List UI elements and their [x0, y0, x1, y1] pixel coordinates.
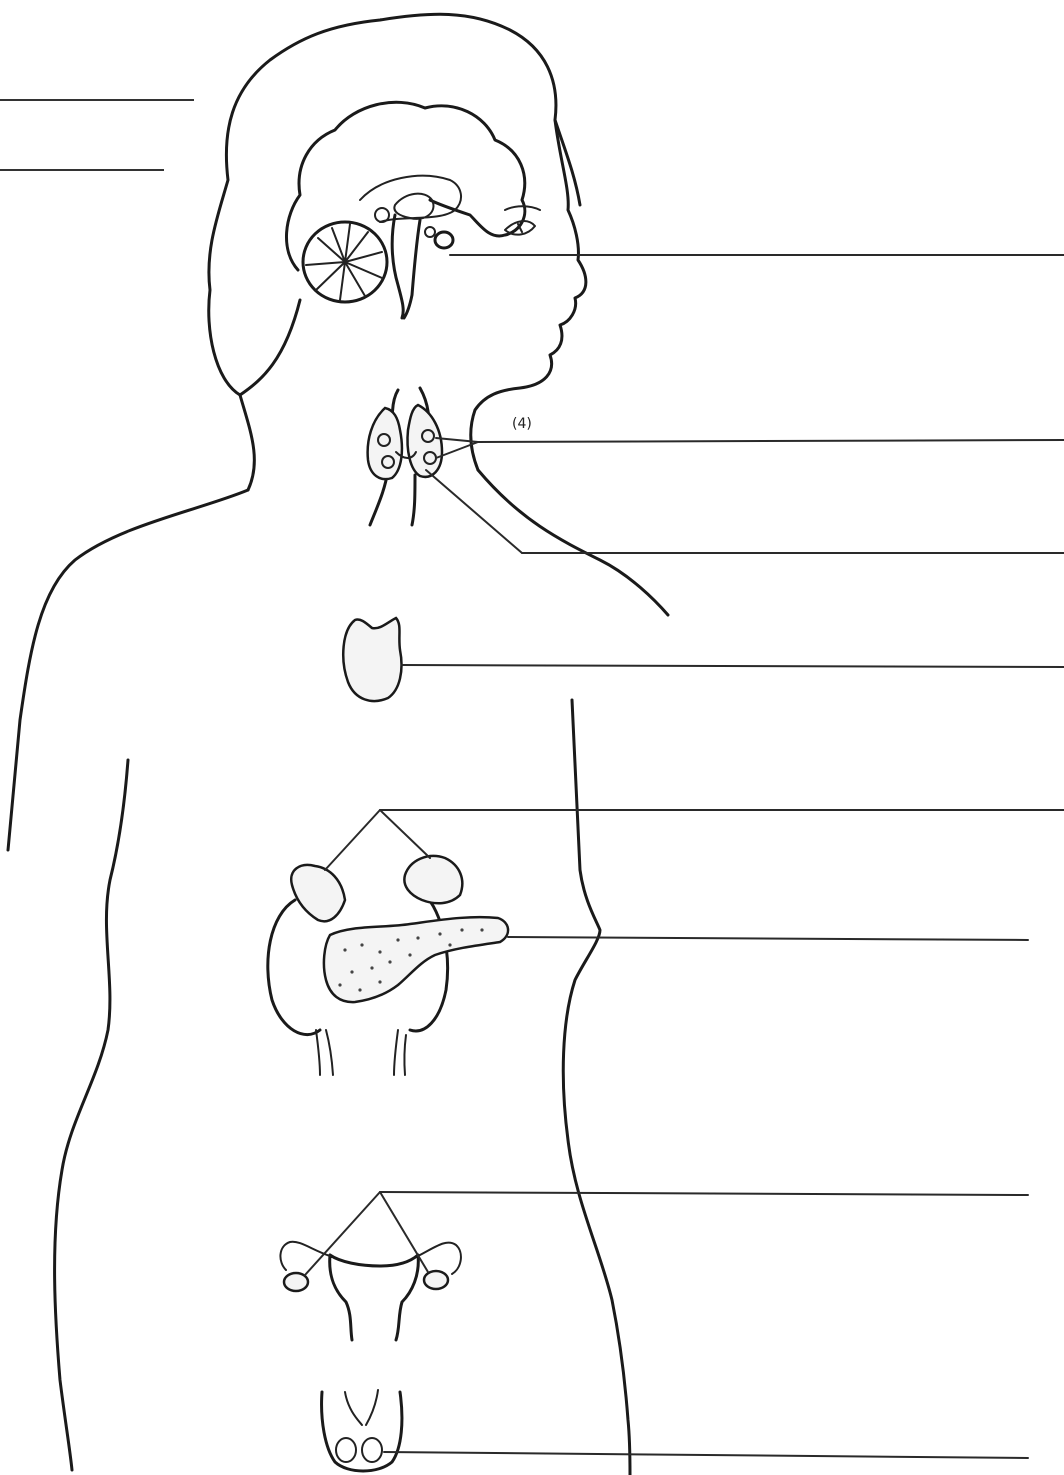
left-shoulder [8, 490, 248, 850]
eyebrow [505, 206, 540, 210]
cerebellum-folds [306, 224, 382, 300]
right-ovary [424, 1271, 448, 1289]
right-adrenal-gland [404, 856, 462, 903]
penis-outline [345, 1390, 378, 1425]
left-testis [336, 1438, 356, 1462]
leader-pancreas [508, 937, 1028, 940]
left-kidney [268, 900, 320, 1035]
scrotum [322, 1392, 402, 1471]
leader-thymus [402, 665, 1064, 667]
body-outline [8, 14, 668, 1475]
left-ureter [316, 1030, 333, 1075]
parathyroid-count-label: (4) [512, 416, 532, 432]
thalamus [394, 194, 433, 219]
left-adrenal-gland [291, 865, 345, 921]
thyroid-gland [368, 388, 442, 525]
hypothalamus [425, 227, 435, 237]
right-torso [563, 700, 630, 1475]
leader-ovaries [305, 1192, 1028, 1275]
brain [286, 102, 540, 318]
leader-testes [384, 1452, 1028, 1458]
right-ureter [394, 1030, 406, 1075]
thyroid-left-lobe [368, 408, 402, 479]
leader-parathyroid [436, 438, 1064, 458]
right-shoulder [478, 470, 668, 615]
testes [322, 1390, 402, 1471]
female-reproductive [280, 1242, 461, 1340]
left-torso [55, 760, 128, 1470]
right-testis [362, 1438, 382, 1462]
cerebrum [286, 102, 524, 270]
neck-back [240, 395, 254, 490]
brainstem [392, 215, 420, 318]
pineal-gland [375, 208, 389, 222]
pituitary-gland [435, 232, 453, 248]
uterus [330, 1255, 419, 1340]
right-fallopian-tube [418, 1243, 461, 1274]
thymus-gland [343, 618, 401, 701]
